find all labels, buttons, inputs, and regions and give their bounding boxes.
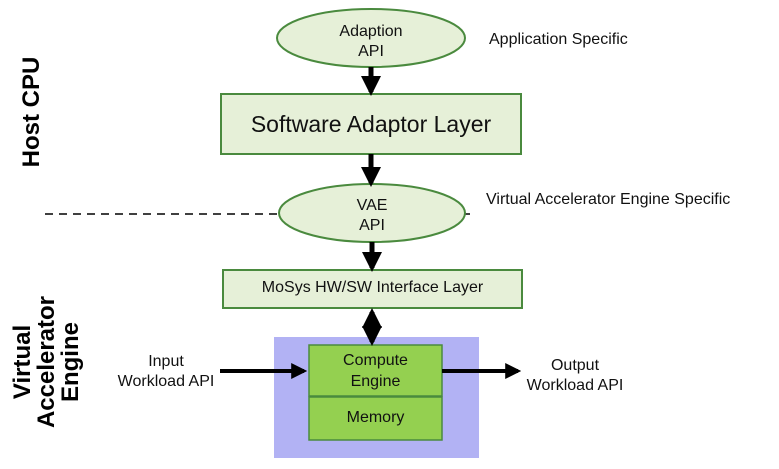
vae-api-line1: VAE: [356, 197, 388, 214]
host-cpu-label: Host CPU: [18, 56, 45, 168]
output-workload-line1: Output: [550, 357, 600, 374]
compute-engine-line1: Compute: [343, 352, 408, 369]
adaption-api-label: Adaption API: [311, 22, 431, 62]
vae-side-label-line1: Virtual: [9, 324, 36, 400]
vae-api-label: VAE API: [312, 196, 432, 236]
application-specific-label: Application Specific: [489, 31, 628, 48]
output-workload-line2: Workload API: [526, 377, 624, 394]
compute-engine-label: Compute Engine: [309, 350, 442, 392]
compute-engine-line2: Engine: [350, 373, 401, 390]
vae-side-label-line2: Accelerator: [33, 295, 60, 429]
adaption-api-line2: API: [358, 43, 384, 60]
vae-api-line2: API: [359, 217, 385, 234]
software-adaptor-layer-label: Software Adaptor Layer: [250, 111, 492, 137]
input-workload-line1: Input: [148, 353, 184, 370]
input-workload-line2: Workload API: [117, 373, 215, 390]
vae-side-label-line3: Engine: [57, 322, 84, 403]
adaption-api-line1: Adaption: [339, 23, 403, 40]
vae-specific-label: Virtual Accelerator Engine Specific: [486, 191, 731, 208]
output-workload-label: Output Workload API: [515, 356, 635, 396]
memory-box: [308, 396, 443, 441]
compute-engine-box: [308, 344, 443, 397]
vae-side-label: Virtual Accelerator Engine: [9, 267, 95, 457]
memory-label: Memory: [346, 409, 405, 426]
mosys-interface-layer-label: MoSys HW/SW Interface Layer: [261, 279, 484, 296]
input-workload-label: Input Workload API: [106, 352, 226, 392]
